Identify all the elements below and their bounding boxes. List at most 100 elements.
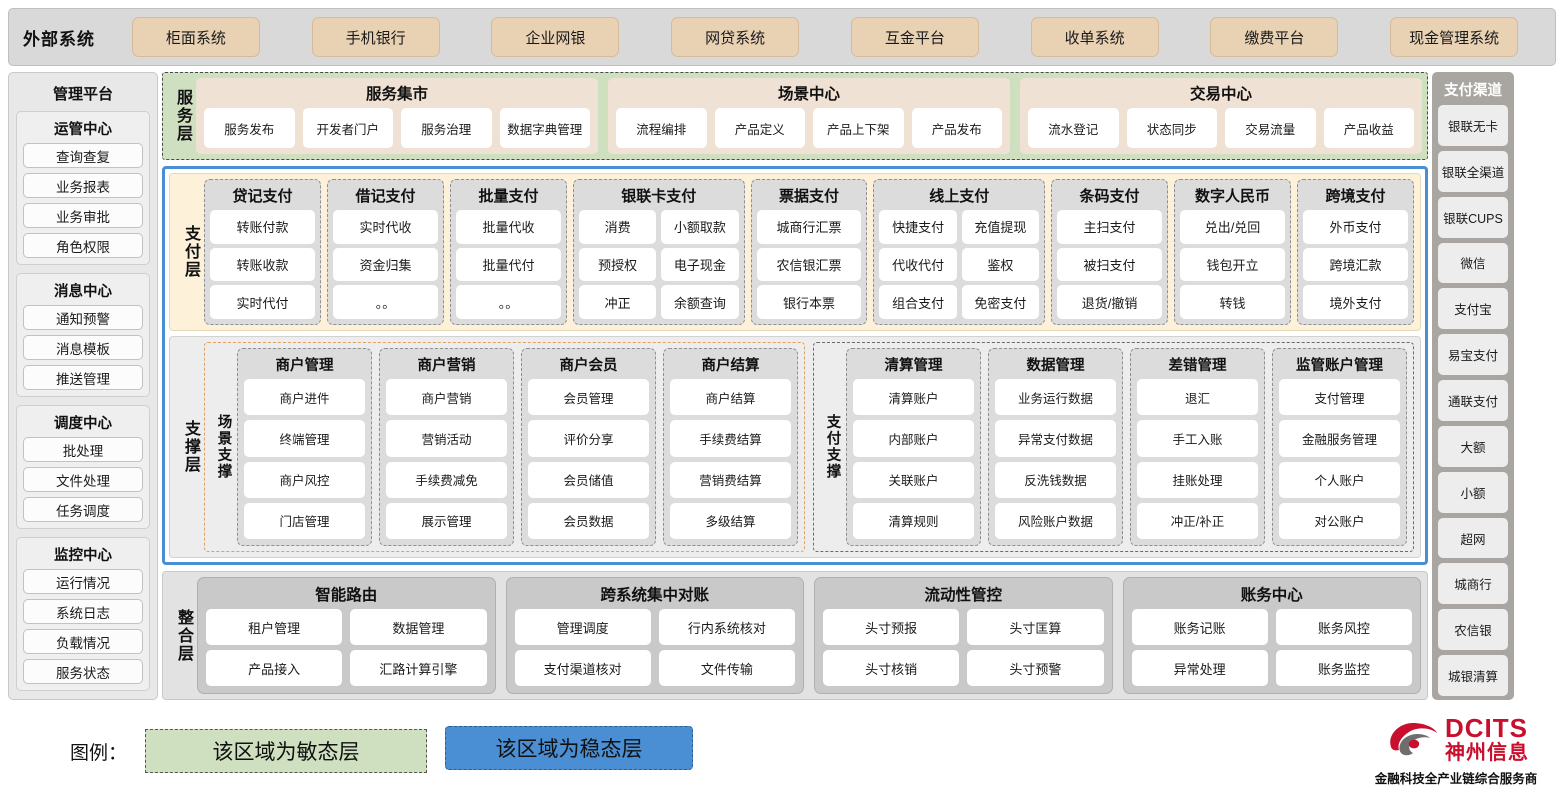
payment-item-chip[interactable]: 外币支付 — [1303, 210, 1408, 244]
external-system-chip[interactable]: 缴费平台 — [1210, 17, 1339, 57]
sidebar-menu-item[interactable]: 消息模板 — [23, 335, 143, 360]
external-system-chip[interactable]: 网贷系统 — [671, 17, 800, 57]
support-item-chip[interactable]: 对公账户 — [1279, 502, 1400, 539]
payment-item-chip[interactable]: 鉴权 — [961, 247, 1040, 282]
support-item-chip[interactable]: 反洗钱数据 — [995, 461, 1116, 498]
service-module-chip[interactable]: 交易流量 — [1225, 108, 1316, 148]
support-item-chip[interactable]: 个人账户 — [1279, 461, 1400, 498]
service-module-chip[interactable]: 服务发布 — [204, 108, 295, 148]
service-module-chip[interactable]: 产品发布 — [911, 108, 1002, 148]
support-item-chip[interactable]: 商户风控 — [244, 461, 365, 498]
integration-item-chip[interactable]: 支付渠道核对 — [514, 650, 651, 686]
integration-item-chip[interactable]: 头寸预报 — [823, 609, 960, 645]
payment-item-chip[interactable]: 城商行汇票 — [756, 210, 862, 244]
support-item-chip[interactable]: 手续费减免 — [386, 461, 507, 498]
support-item-chip[interactable]: 内部账户 — [853, 420, 974, 457]
external-system-chip[interactable]: 现金管理系统 — [1390, 17, 1519, 57]
integration-item-chip[interactable]: 头寸匡算 — [967, 609, 1104, 645]
payment-channel-item[interactable]: 易宝支付 — [1438, 334, 1508, 376]
integration-item-chip[interactable]: 租户管理 — [206, 609, 343, 645]
integration-item-chip[interactable]: 账务记账 — [1131, 609, 1268, 645]
payment-item-chip[interactable]: 实时代收 — [332, 210, 438, 244]
sidebar-menu-item[interactable]: 角色权限 — [23, 233, 143, 258]
payment-item-chip[interactable]: 转账收款 — [210, 247, 315, 282]
sidebar-menu-item[interactable]: 通知预警 — [23, 305, 143, 330]
payment-channel-item[interactable]: 银联全渠道 — [1438, 150, 1508, 192]
sidebar-menu-item[interactable]: 服务状态 — [23, 659, 143, 684]
external-system-chip[interactable]: 手机银行 — [311, 17, 440, 57]
payment-item-chip[interactable]: 资金归集 — [332, 247, 438, 282]
support-item-chip[interactable]: 挂账处理 — [1137, 461, 1258, 498]
support-item-chip[interactable]: 金融服务管理 — [1279, 420, 1400, 457]
payment-item-chip[interactable]: 免密支付 — [961, 285, 1040, 320]
payment-item-chip[interactable]: 电子现金 — [661, 247, 739, 282]
integration-item-chip[interactable]: 产品接入 — [206, 650, 343, 686]
integration-item-chip[interactable]: 汇路计算引擎 — [350, 650, 487, 686]
payment-item-chip[interactable]: 快捷支付 — [879, 210, 957, 244]
payment-item-chip[interactable]: 小额取款 — [661, 210, 739, 244]
integration-item-chip[interactable]: 头寸预警 — [967, 650, 1104, 686]
payment-item-chip[interactable]: 组合支付 — [879, 285, 957, 320]
payment-channel-item[interactable]: 银联无卡 — [1438, 105, 1508, 146]
integration-item-chip[interactable]: 行内系统核对 — [658, 609, 795, 645]
support-item-chip[interactable]: 评价分享 — [528, 420, 649, 457]
support-item-chip[interactable]: 终端管理 — [244, 420, 365, 457]
service-module-chip[interactable]: 数据字典管理 — [499, 108, 590, 148]
service-module-chip[interactable]: 产品收益 — [1323, 108, 1414, 148]
payment-item-chip[interactable]: 兑出/兑回 — [1180, 210, 1285, 244]
external-system-chip[interactable]: 柜面系统 — [131, 17, 260, 57]
payment-item-chip[interactable]: 预授权 — [578, 247, 657, 282]
payment-item-chip[interactable]: 充值提现 — [961, 210, 1040, 244]
support-item-chip[interactable]: 门店管理 — [244, 502, 365, 539]
payment-item-chip[interactable]: 转账付款 — [210, 210, 315, 244]
payment-channel-item[interactable]: 微信 — [1438, 242, 1508, 284]
sidebar-menu-item[interactable]: 查询查复 — [23, 143, 143, 168]
payment-item-chip[interactable]: 农信银汇票 — [756, 247, 862, 282]
sidebar-menu-item[interactable]: 系统日志 — [23, 599, 143, 624]
support-item-chip[interactable]: 多级结算 — [670, 502, 791, 539]
integration-item-chip[interactable]: 账务监控 — [1275, 650, 1412, 686]
sidebar-menu-item[interactable]: 业务审批 — [23, 203, 143, 228]
payment-item-chip[interactable]: 被扫支付 — [1057, 247, 1163, 282]
payment-channel-item[interactable]: 城银清算 — [1438, 655, 1508, 696]
payment-item-chip[interactable]: 消费 — [578, 210, 657, 244]
service-module-chip[interactable]: 开发者门户 — [302, 108, 393, 148]
integration-item-chip[interactable]: 数据管理 — [350, 609, 487, 645]
payment-item-chip[interactable]: 批量代付 — [455, 247, 561, 282]
payment-item-chip[interactable]: 主扫支付 — [1057, 210, 1163, 244]
support-item-chip[interactable]: 展示管理 — [386, 502, 507, 539]
service-module-chip[interactable]: 产品上下架 — [813, 108, 904, 148]
support-item-chip[interactable]: 营销费结算 — [670, 461, 791, 498]
payment-item-chip[interactable]: 。。 — [455, 285, 561, 320]
payment-channel-item[interactable]: 通联支付 — [1438, 380, 1508, 421]
support-item-chip[interactable]: 关联账户 — [853, 461, 974, 498]
payment-channel-item[interactable]: 大额 — [1438, 425, 1508, 467]
support-item-chip[interactable]: 商户营销 — [386, 379, 507, 416]
payment-item-chip[interactable]: 转钱 — [1180, 285, 1285, 320]
support-item-chip[interactable]: 支付管理 — [1279, 379, 1400, 416]
support-item-chip[interactable]: 会员管理 — [528, 379, 649, 416]
support-item-chip[interactable]: 异常支付数据 — [995, 420, 1116, 457]
payment-channel-item[interactable]: 超网 — [1438, 517, 1508, 559]
sidebar-menu-item[interactable]: 任务调度 — [23, 497, 143, 522]
sidebar-menu-item[interactable]: 运行情况 — [23, 569, 143, 594]
payment-item-chip[interactable]: 实时代付 — [210, 285, 315, 320]
support-item-chip[interactable]: 冲正/补正 — [1137, 502, 1258, 539]
payment-item-chip[interactable]: 境外支付 — [1303, 285, 1408, 320]
support-item-chip[interactable]: 业务运行数据 — [995, 379, 1116, 416]
payment-item-chip[interactable]: 批量代收 — [455, 210, 561, 244]
sidebar-menu-item[interactable]: 业务报表 — [23, 173, 143, 198]
service-module-chip[interactable]: 流程编排 — [616, 108, 707, 148]
support-item-chip[interactable]: 清算账户 — [853, 379, 974, 416]
payment-item-chip[interactable]: 跨境汇款 — [1303, 247, 1408, 282]
integration-item-chip[interactable]: 头寸核销 — [823, 650, 960, 686]
payment-channel-item[interactable]: 农信银 — [1438, 609, 1508, 651]
service-module-chip[interactable]: 服务治理 — [401, 108, 492, 148]
support-item-chip[interactable]: 会员储值 — [528, 461, 649, 498]
integration-item-chip[interactable]: 异常处理 — [1131, 650, 1268, 686]
payment-item-chip[interactable]: 退货/撤销 — [1057, 285, 1163, 320]
payment-item-chip[interactable]: 。。 — [332, 285, 438, 320]
sidebar-menu-item[interactable]: 负载情况 — [23, 629, 143, 654]
payment-item-chip[interactable]: 银行本票 — [756, 285, 862, 320]
service-module-chip[interactable]: 产品定义 — [714, 108, 805, 148]
